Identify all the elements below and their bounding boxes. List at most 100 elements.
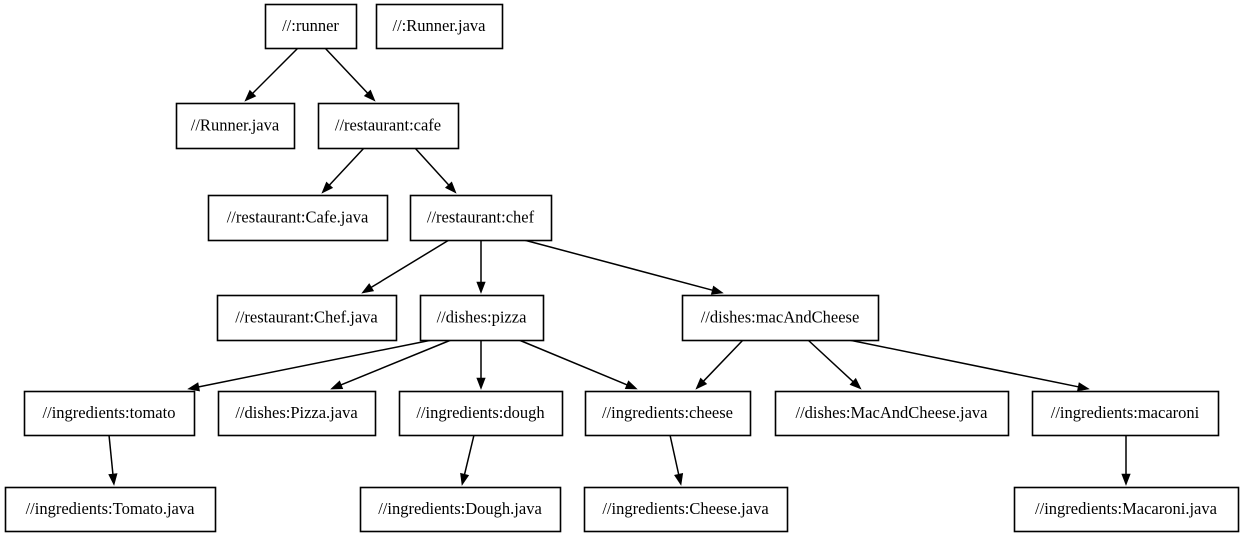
edge-arrowhead-icon: [321, 181, 334, 194]
edge-line: [523, 239, 713, 291]
edge-line: [252, 47, 299, 94]
graph-node-ing_tomato[interactable]: //ingredients:tomato: [23, 390, 196, 437]
node-box[interactable]: [681, 294, 880, 342]
graph-node-ing_cheese[interactable]: //ingredients:cheese: [584, 390, 752, 437]
graph-edge: [695, 339, 744, 390]
node-label: //dishes:MacAndCheese.java: [796, 403, 989, 422]
node-label: //ingredients:Macaroni.java: [1035, 499, 1218, 518]
graph-edge: [848, 339, 1090, 392]
graph-edge: [321, 147, 365, 194]
node-box[interactable]: [359, 486, 562, 533]
graph-edge: [1121, 435, 1131, 486]
graph-edge: [669, 434, 684, 486]
graph-node-dishes_pizza[interactable]: //dishes:pizza: [419, 294, 545, 342]
edge-arrowhead-icon: [444, 181, 457, 194]
node-box[interactable]: [409, 194, 553, 242]
node-box[interactable]: [398, 390, 564, 437]
graph-node-restaurant_chef[interactable]: //restaurant:chef: [409, 194, 553, 242]
graph-node-restaurant_cafe[interactable]: //restaurant:cafe: [317, 102, 460, 150]
graph-node-tomato_java[interactable]: //ingredients:Tomato.java: [4, 486, 217, 533]
graph-node-cafe_java[interactable]: //restaurant:Cafe.java: [207, 194, 389, 242]
edge-arrowhead-icon: [1077, 382, 1090, 392]
node-label: //restaurant:Cafe.java: [227, 207, 369, 226]
edge-arrowhead-icon: [330, 380, 344, 390]
graph-node-runner[interactable]: //:runner: [264, 3, 358, 50]
edge-line: [108, 434, 114, 475]
edge-arrowhead-icon: [674, 472, 684, 486]
graph-node-macaroni_java[interactable]: //ingredients:Macaroni.java: [1013, 486, 1240, 533]
edge-arrowhead-icon: [476, 281, 486, 294]
graph-node-runner_java[interactable]: //Runner.java: [175, 102, 296, 150]
edge-arrowhead-icon: [849, 377, 862, 390]
node-label: //restaurant:Chef.java: [235, 307, 378, 326]
node-label: //ingredients:Tomato.java: [26, 499, 196, 518]
graph-edge: [108, 434, 118, 486]
edge-arrowhead-icon: [1121, 473, 1131, 486]
node-label: //dishes:macAndCheese: [701, 307, 860, 326]
graph-node-ing_macaroni[interactable]: //ingredients:macaroni: [1031, 390, 1220, 437]
graph-edge: [414, 147, 457, 194]
node-label: //ingredients:cheese: [602, 403, 733, 422]
node-label: //restaurant:cafe: [335, 115, 441, 134]
node-box[interactable]: [1031, 390, 1220, 437]
node-box[interactable]: [4, 486, 217, 533]
edge-line: [340, 339, 452, 386]
graph-edge: [244, 47, 299, 102]
node-box[interactable]: [419, 294, 545, 342]
edge-line: [324, 47, 368, 94]
graph-node-runner_java_root[interactable]: //:Runner.java: [375, 3, 504, 50]
node-box[interactable]: [216, 294, 398, 342]
graph-edge: [807, 339, 862, 390]
edge-layer: [108, 47, 1131, 486]
node-label: //ingredients:macaroni: [1051, 403, 1200, 422]
graph-edge: [361, 239, 450, 294]
node-box[interactable]: [375, 3, 504, 50]
graph-edge: [476, 240, 486, 294]
node-box[interactable]: [23, 390, 196, 437]
node-box[interactable]: [774, 390, 1010, 437]
node-layer: //:runner //:Runner.java //Runner.java //re…: [4, 3, 1240, 533]
node-box[interactable]: [1013, 486, 1240, 533]
node-label: //ingredients:Cheese.java: [602, 499, 769, 518]
edge-arrowhead-icon: [361, 283, 375, 294]
edge-line: [198, 339, 433, 388]
node-box[interactable]: [175, 102, 296, 150]
node-label: //dishes:pizza: [437, 307, 527, 326]
graph-node-cheese_java[interactable]: //ingredients:Cheese.java: [583, 486, 789, 533]
node-box[interactable]: [583, 486, 789, 533]
graph-edge: [330, 339, 452, 390]
node-label: //ingredients:Dough.java: [378, 499, 542, 518]
edge-arrowhead-icon: [187, 382, 200, 392]
edge-line: [463, 434, 475, 475]
node-label: //:Runner.java: [392, 16, 486, 35]
node-label: //ingredients:tomato: [43, 403, 176, 422]
node-label: //Runner.java: [191, 115, 280, 134]
edge-arrowhead-icon: [108, 473, 118, 486]
node-box[interactable]: [317, 102, 460, 150]
node-label: //restaurant:chef: [427, 207, 535, 226]
edge-line: [807, 339, 854, 383]
graph-node-ing_dough[interactable]: //ingredients:dough: [398, 390, 564, 437]
graph-edge: [518, 339, 638, 390]
graph-node-pizza_java[interactable]: //dishes:Pizza.java: [217, 390, 377, 437]
graph-node-chef_java[interactable]: //restaurant:Chef.java: [216, 294, 398, 342]
node-box[interactable]: [207, 194, 389, 242]
graph-node-mac_java[interactable]: //dishes:MacAndCheese.java: [774, 390, 1010, 437]
edge-line: [703, 339, 744, 382]
node-box[interactable]: [264, 3, 358, 50]
graph-edge: [476, 340, 486, 390]
graph-node-dishes_mac[interactable]: //dishes:macAndCheese: [681, 294, 880, 342]
edge-arrowhead-icon: [476, 377, 486, 390]
node-box[interactable]: [217, 390, 377, 437]
graph-edge: [324, 47, 376, 102]
edge-line: [848, 339, 1079, 388]
edge-arrowhead-icon: [695, 377, 708, 390]
node-box[interactable]: [584, 390, 752, 437]
edge-arrowhead-icon: [244, 89, 257, 102]
graph-edge: [460, 434, 475, 486]
edge-line: [328, 147, 365, 186]
edge-arrowhead-icon: [460, 472, 470, 486]
graph-node-dough_java[interactable]: //ingredients:Dough.java: [359, 486, 562, 533]
edge-arrowhead-icon: [710, 285, 724, 295]
